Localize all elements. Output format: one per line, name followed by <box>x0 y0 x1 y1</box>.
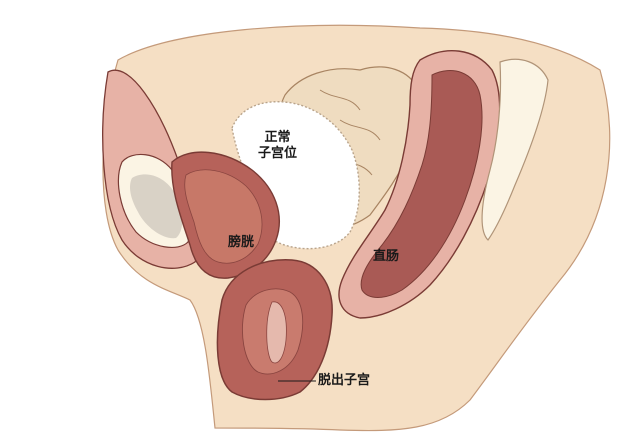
normal-uterus-label-line2: 子宫位 <box>258 146 298 161</box>
sacrum <box>481 58 549 241</box>
prolapsed-uterus-label: 脱出子宫 <box>318 373 371 388</box>
bladder <box>171 151 280 279</box>
pubic-bone <box>102 69 200 269</box>
normal-uterus-label-line1: 正常 <box>264 130 291 145</box>
bladder-label: 膀胱 <box>228 235 255 250</box>
prolapsed-uterus <box>216 259 333 401</box>
rectum-label: 直肠 <box>373 249 400 264</box>
normal-uterus-label: 正常 子宫位 <box>258 130 297 162</box>
rectum <box>338 50 501 319</box>
